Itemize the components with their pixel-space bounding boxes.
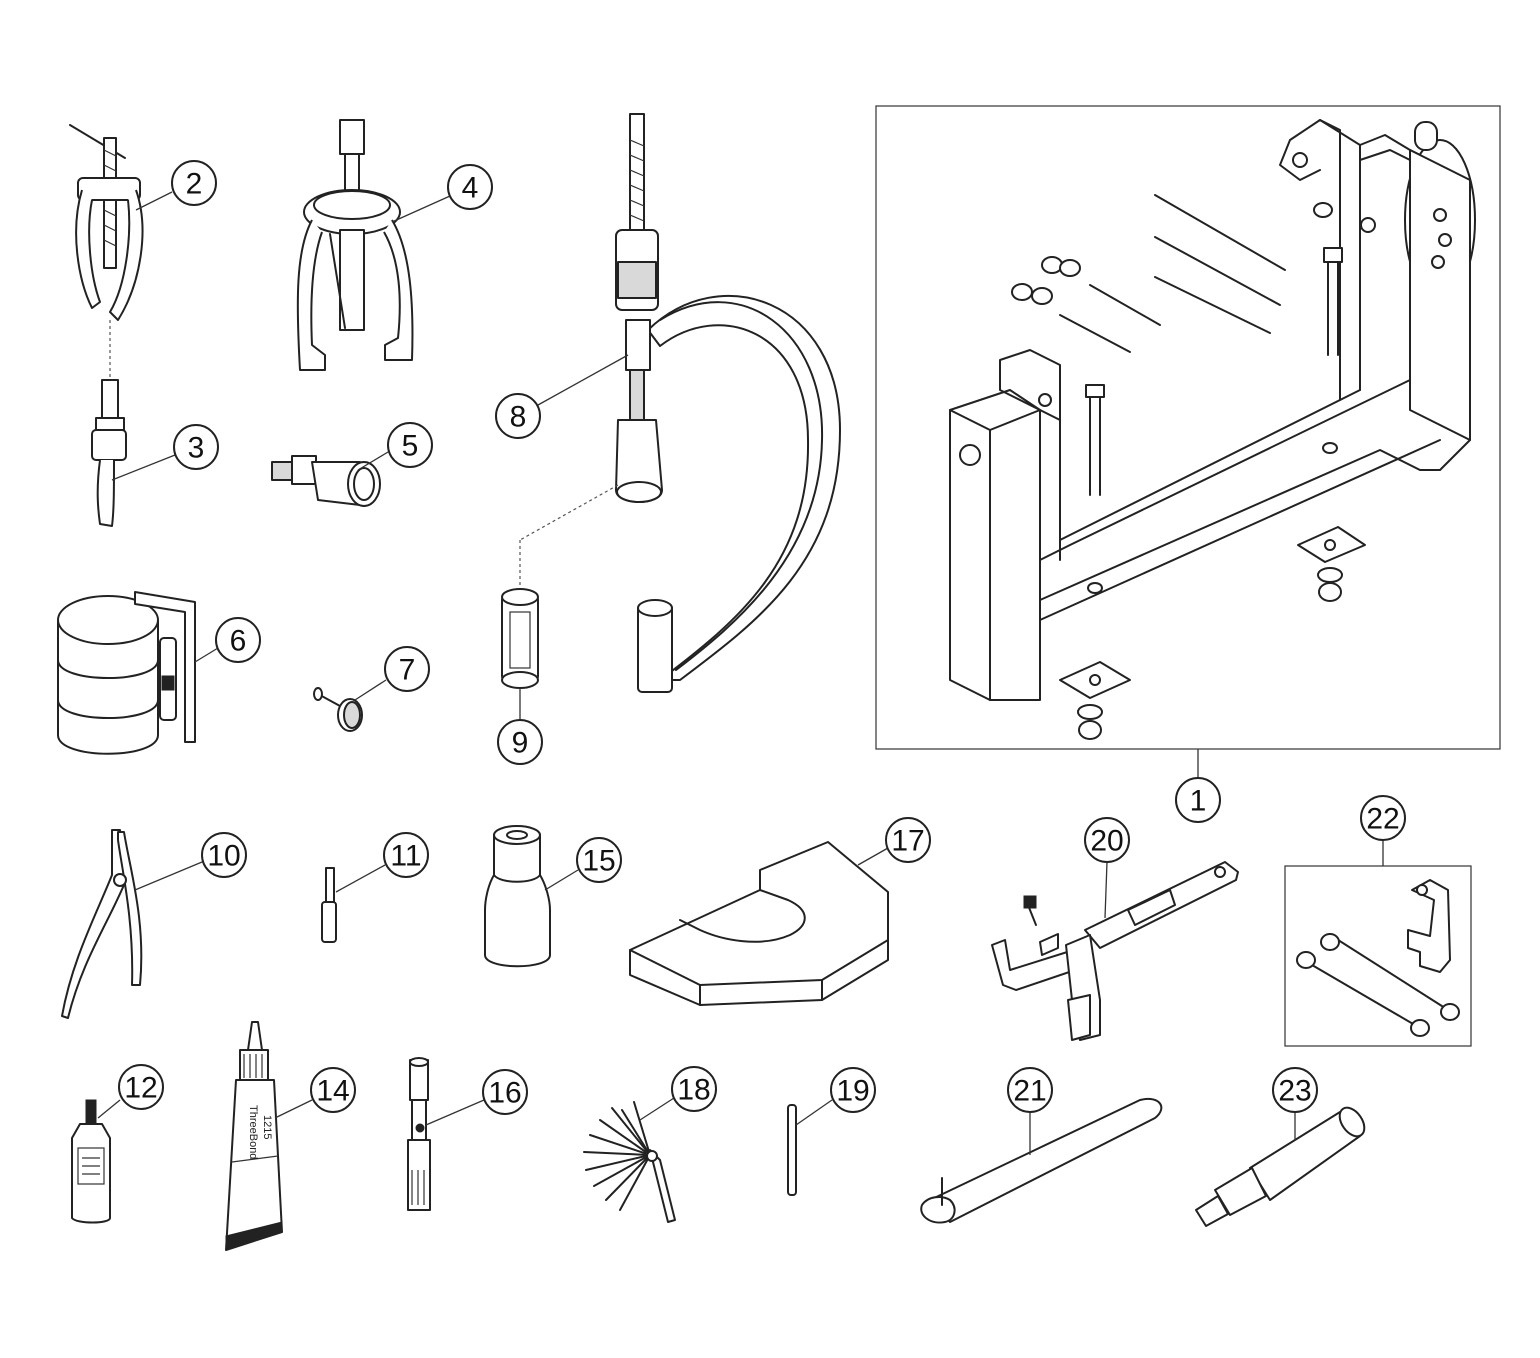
part-11-pin [321, 867, 337, 943]
part-6-ring-compressor [57, 591, 196, 755]
callout-2: 2 [135, 160, 217, 211]
part-9-sleeve [501, 588, 539, 689]
callout-15: 15 [544, 837, 622, 891]
tube-brand-label: ThreeBond [247, 1105, 259, 1159]
callout-23: 23 [1272, 1067, 1318, 1140]
part-23-drift [1195, 1106, 1366, 1227]
callout-8: 8 [495, 354, 629, 439]
callout-6: 6 [194, 617, 261, 663]
part-20-flywheel-holder [991, 861, 1239, 1041]
callout-10: 10 [134, 832, 247, 891]
callout-18-label: 18 [677, 1074, 710, 1107]
callout-19: 19 [795, 1067, 876, 1126]
callout-12: 12 [97, 1064, 164, 1119]
callout-11-label: 11 [390, 840, 421, 873]
callout-9: 9 [497, 688, 543, 765]
tube-code-label: 1215 [261, 1115, 273, 1139]
part-7-lapping-tool [313, 687, 363, 732]
callout-21-label: 21 [1013, 1075, 1046, 1108]
callout-10-label: 10 [207, 840, 240, 873]
callout-20: 20 [1084, 817, 1130, 919]
part-2-jaw-puller [69, 124, 144, 378]
part-14-sealant-tube: ThreeBond 1215 [225, 1021, 283, 1251]
callout-18: 18 [639, 1066, 717, 1121]
callout-9-label: 9 [512, 727, 529, 760]
part-3-attachment [91, 379, 127, 527]
part-4-three-jaw-puller [296, 119, 414, 371]
callout-2-label: 2 [186, 168, 203, 201]
part-12-bottle [71, 1099, 111, 1224]
callout-16: 16 [425, 1069, 528, 1126]
callout-14: 14 [274, 1067, 356, 1119]
part-15-socket [484, 825, 551, 968]
part-16-spline-tool [407, 1057, 431, 1211]
callout-7-label: 7 [399, 654, 416, 687]
callout-1-label: 1 [1190, 785, 1207, 818]
callout-5: 5 [357, 422, 433, 471]
part-18-feeler-gauge [583, 1101, 676, 1223]
part-19-rod [787, 1104, 797, 1196]
callout-1: 1 [1175, 749, 1221, 823]
callout-3: 3 [111, 424, 219, 481]
callout-4: 4 [391, 164, 493, 223]
part-22-kit [1284, 865, 1472, 1047]
callout-22: 22 [1360, 795, 1406, 866]
callout-14-label: 14 [316, 1075, 349, 1108]
callout-4-label: 4 [462, 172, 479, 205]
callout-5-label: 5 [402, 430, 419, 463]
callout-8-label: 8 [510, 401, 527, 434]
callout-23-label: 23 [1278, 1075, 1311, 1108]
part-5-adapter [271, 455, 381, 507]
callout-16-label: 16 [488, 1077, 521, 1110]
callout-12-label: 12 [124, 1072, 157, 1105]
part-8-valve-spring-compressor [519, 102, 841, 693]
callout-6-label: 6 [230, 625, 247, 658]
callout-20-label: 20 [1090, 825, 1123, 858]
callout-17-label: 17 [891, 825, 924, 858]
part-21-spanner [920, 1097, 1163, 1224]
part-10-circlip-pliers [61, 829, 143, 1019]
part-17-support-block [629, 841, 889, 1006]
part-1-engine-stand [875, 105, 1501, 750]
callout-7: 7 [354, 646, 430, 701]
callout-19-label: 19 [836, 1075, 869, 1108]
callout-3-label: 3 [188, 432, 205, 465]
callout-21: 21 [1007, 1067, 1053, 1155]
callout-15-label: 15 [582, 845, 615, 878]
callout-22-label: 22 [1366, 803, 1399, 836]
callout-11: 11 [335, 832, 429, 893]
callout-17: 17 [857, 817, 931, 866]
